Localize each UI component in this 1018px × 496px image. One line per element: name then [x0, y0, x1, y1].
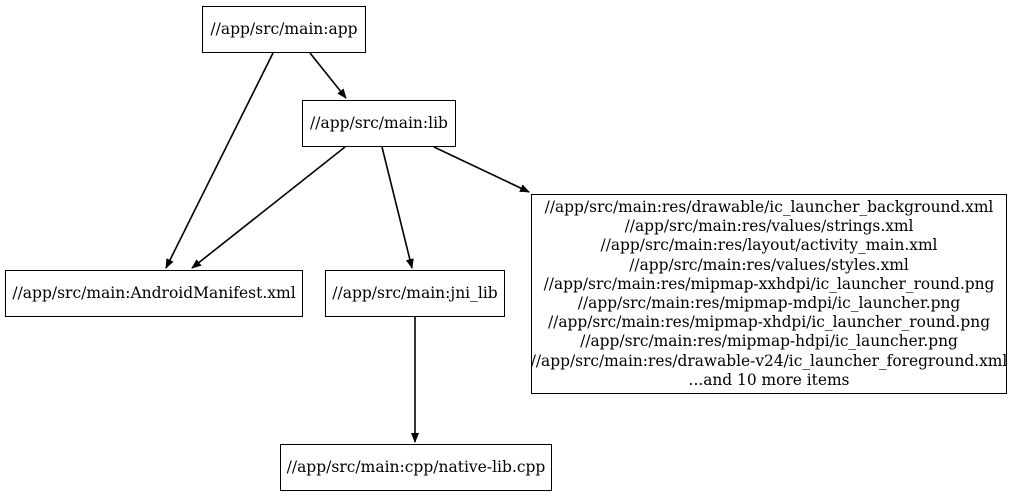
node-native-lib-cpp-label: //app/src/main:cpp/native-lib.cpp	[286, 457, 546, 476]
node-android-manifest-label: //app/src/main:AndroidManifest.xml	[12, 283, 296, 302]
edge-app-to-manifest	[165, 52, 274, 269]
node-app-label: //app/src/main:app	[210, 19, 358, 38]
node-jni-lib-label: //app/src/main:jni_lib	[332, 283, 498, 302]
node-native-lib-cpp[interactable]: //app/src/main:cpp/native-lib.cpp	[280, 444, 552, 491]
node-lib-label: //app/src/main:lib	[310, 113, 448, 132]
node-app[interactable]: //app/src/main:app	[202, 6, 366, 53]
node-res-bundle-label: //app/src/main:res/drawable/ic_launcher_…	[530, 197, 1008, 389]
node-res-bundle[interactable]: //app/src/main:res/drawable/ic_launcher_…	[531, 194, 1007, 394]
edge-lib-to-jni-lib	[381, 146, 414, 269]
edge-lib-to-res-bundle	[433, 146, 530, 193]
node-android-manifest[interactable]: //app/src/main:AndroidManifest.xml	[5, 270, 303, 317]
edge-app-to-lib	[309, 52, 347, 99]
node-jni-lib[interactable]: //app/src/main:jni_lib	[325, 270, 505, 317]
edge-lib-to-manifest	[191, 146, 346, 269]
node-lib[interactable]: //app/src/main:lib	[302, 100, 456, 147]
